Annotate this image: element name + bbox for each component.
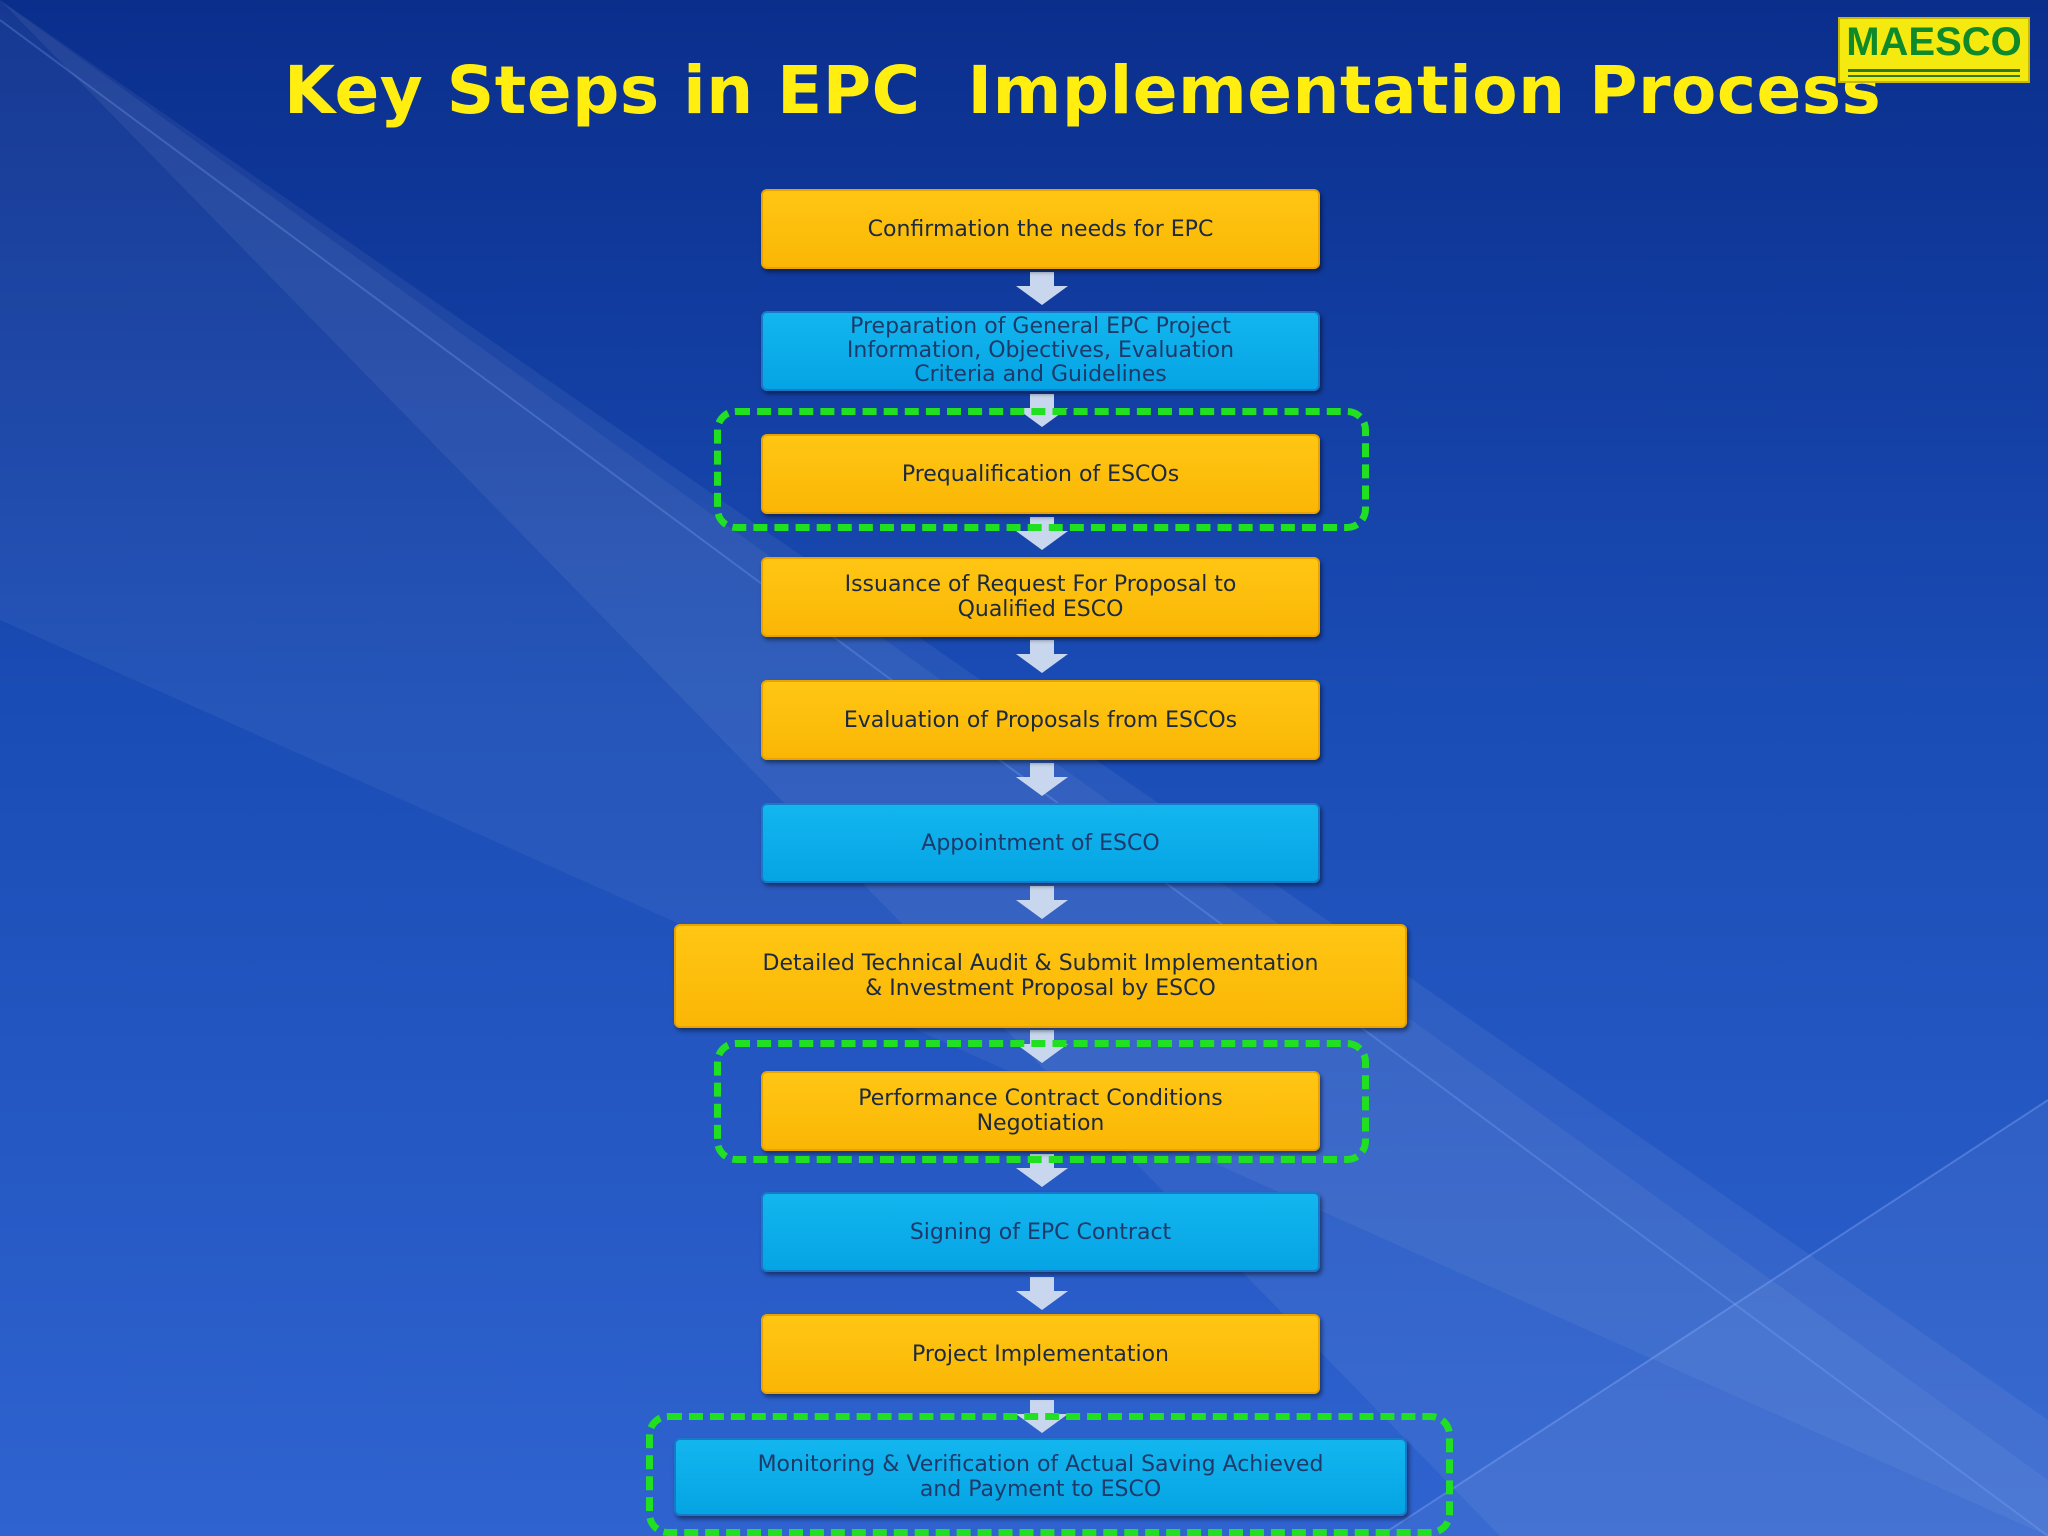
- step-technical-audit: Detailed Technical Audit & Submit Implem…: [674, 924, 1407, 1028]
- highlight-prequalification: [714, 408, 1369, 531]
- page-title: Key Steps in EPC Implementation Process: [284, 52, 1882, 129]
- step-monitoring-verification: Monitoring & Verification of Actual Savi…: [674, 1438, 1407, 1516]
- logo-subtitle-line: [1848, 69, 2020, 72]
- step-project-implementation: Project Implementation: [761, 1314, 1320, 1394]
- down-arrow-icon: [1016, 886, 1068, 919]
- step-preparation-project-info: Preparation of General EPC Project Infor…: [761, 311, 1320, 391]
- step-confirmation-needs: Confirmation the needs for EPC: [761, 189, 1320, 269]
- logo-subtitle-line: [1848, 75, 2020, 77]
- step-contract-negotiation: Performance Contract Conditions Negotiat…: [761, 1071, 1320, 1151]
- down-arrow-icon: [1016, 640, 1068, 673]
- highlight-monitoring: [646, 1413, 1453, 1536]
- step-evaluation-proposals: Evaluation of Proposals from ESCOs: [761, 680, 1320, 760]
- down-arrow-icon: [1016, 763, 1068, 796]
- down-arrow-icon: [1016, 1154, 1068, 1187]
- down-arrow-icon: [1016, 1277, 1068, 1310]
- step-issuance-rfp: Issuance of Request For Proposal to Qual…: [761, 557, 1320, 637]
- down-arrow-icon: [1016, 272, 1068, 305]
- highlight-negotiation: [714, 1040, 1369, 1163]
- maesco-logo: MAESCO: [1838, 17, 2030, 83]
- logo-text: MAESCO: [1846, 20, 2022, 64]
- step-prequalification-escos: Prequalification of ESCOs: [761, 434, 1320, 514]
- step-appointment-esco: Appointment of ESCO: [761, 803, 1320, 883]
- step-signing-contract: Signing of EPC Contract: [761, 1192, 1320, 1272]
- down-arrow-icon: [1016, 517, 1068, 550]
